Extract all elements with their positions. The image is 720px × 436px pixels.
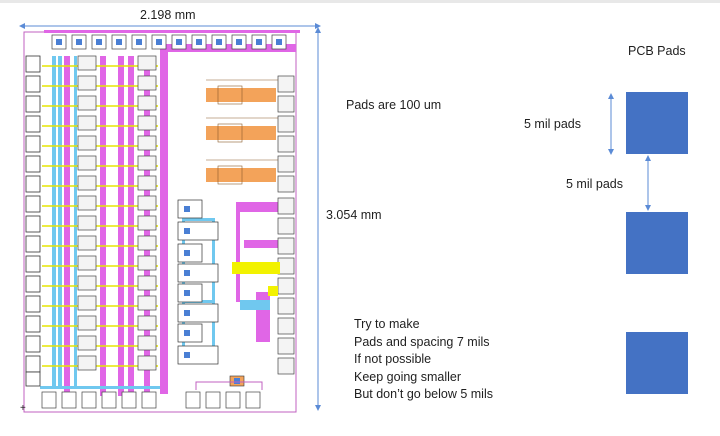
yellow-block bbox=[232, 262, 280, 274]
top-border bbox=[0, 0, 720, 3]
bottom-pad-row bbox=[41, 391, 261, 409]
pad-size-note: Pads are 100 um bbox=[346, 98, 442, 112]
width-dimension-label: 2.198 mm bbox=[140, 8, 196, 22]
design-notes: Try to make Pads and spacing 7 mils If n… bbox=[354, 316, 493, 404]
note-line: Try to make bbox=[354, 317, 420, 331]
pcb-pad-2 bbox=[626, 212, 688, 274]
pcb-pad-1 bbox=[626, 92, 688, 154]
mid-block-column bbox=[177, 199, 219, 365]
top-pad-markers bbox=[56, 39, 282, 45]
pcb-pads-title: PCB Pads bbox=[628, 44, 686, 58]
note-line: If not possible bbox=[354, 352, 432, 366]
note-line: Pads and spacing 7 mils bbox=[354, 334, 490, 349]
height-dimension-label: 3.054 mm bbox=[326, 208, 382, 222]
left-pad-column bbox=[25, 55, 41, 387]
origin-marker: + bbox=[20, 403, 26, 414]
orange-blocks bbox=[206, 88, 276, 182]
right-pad-column bbox=[277, 75, 295, 375]
pad-size-label: 5 mil pads bbox=[524, 117, 581, 131]
pad-spacing-label: 5 mil pads bbox=[566, 177, 623, 191]
block-columns bbox=[77, 55, 157, 371]
note-line: Keep going smaller bbox=[354, 369, 462, 384]
note-line: But don’t go below 5 mils bbox=[354, 387, 493, 401]
pcb-pad-3 bbox=[626, 332, 688, 394]
